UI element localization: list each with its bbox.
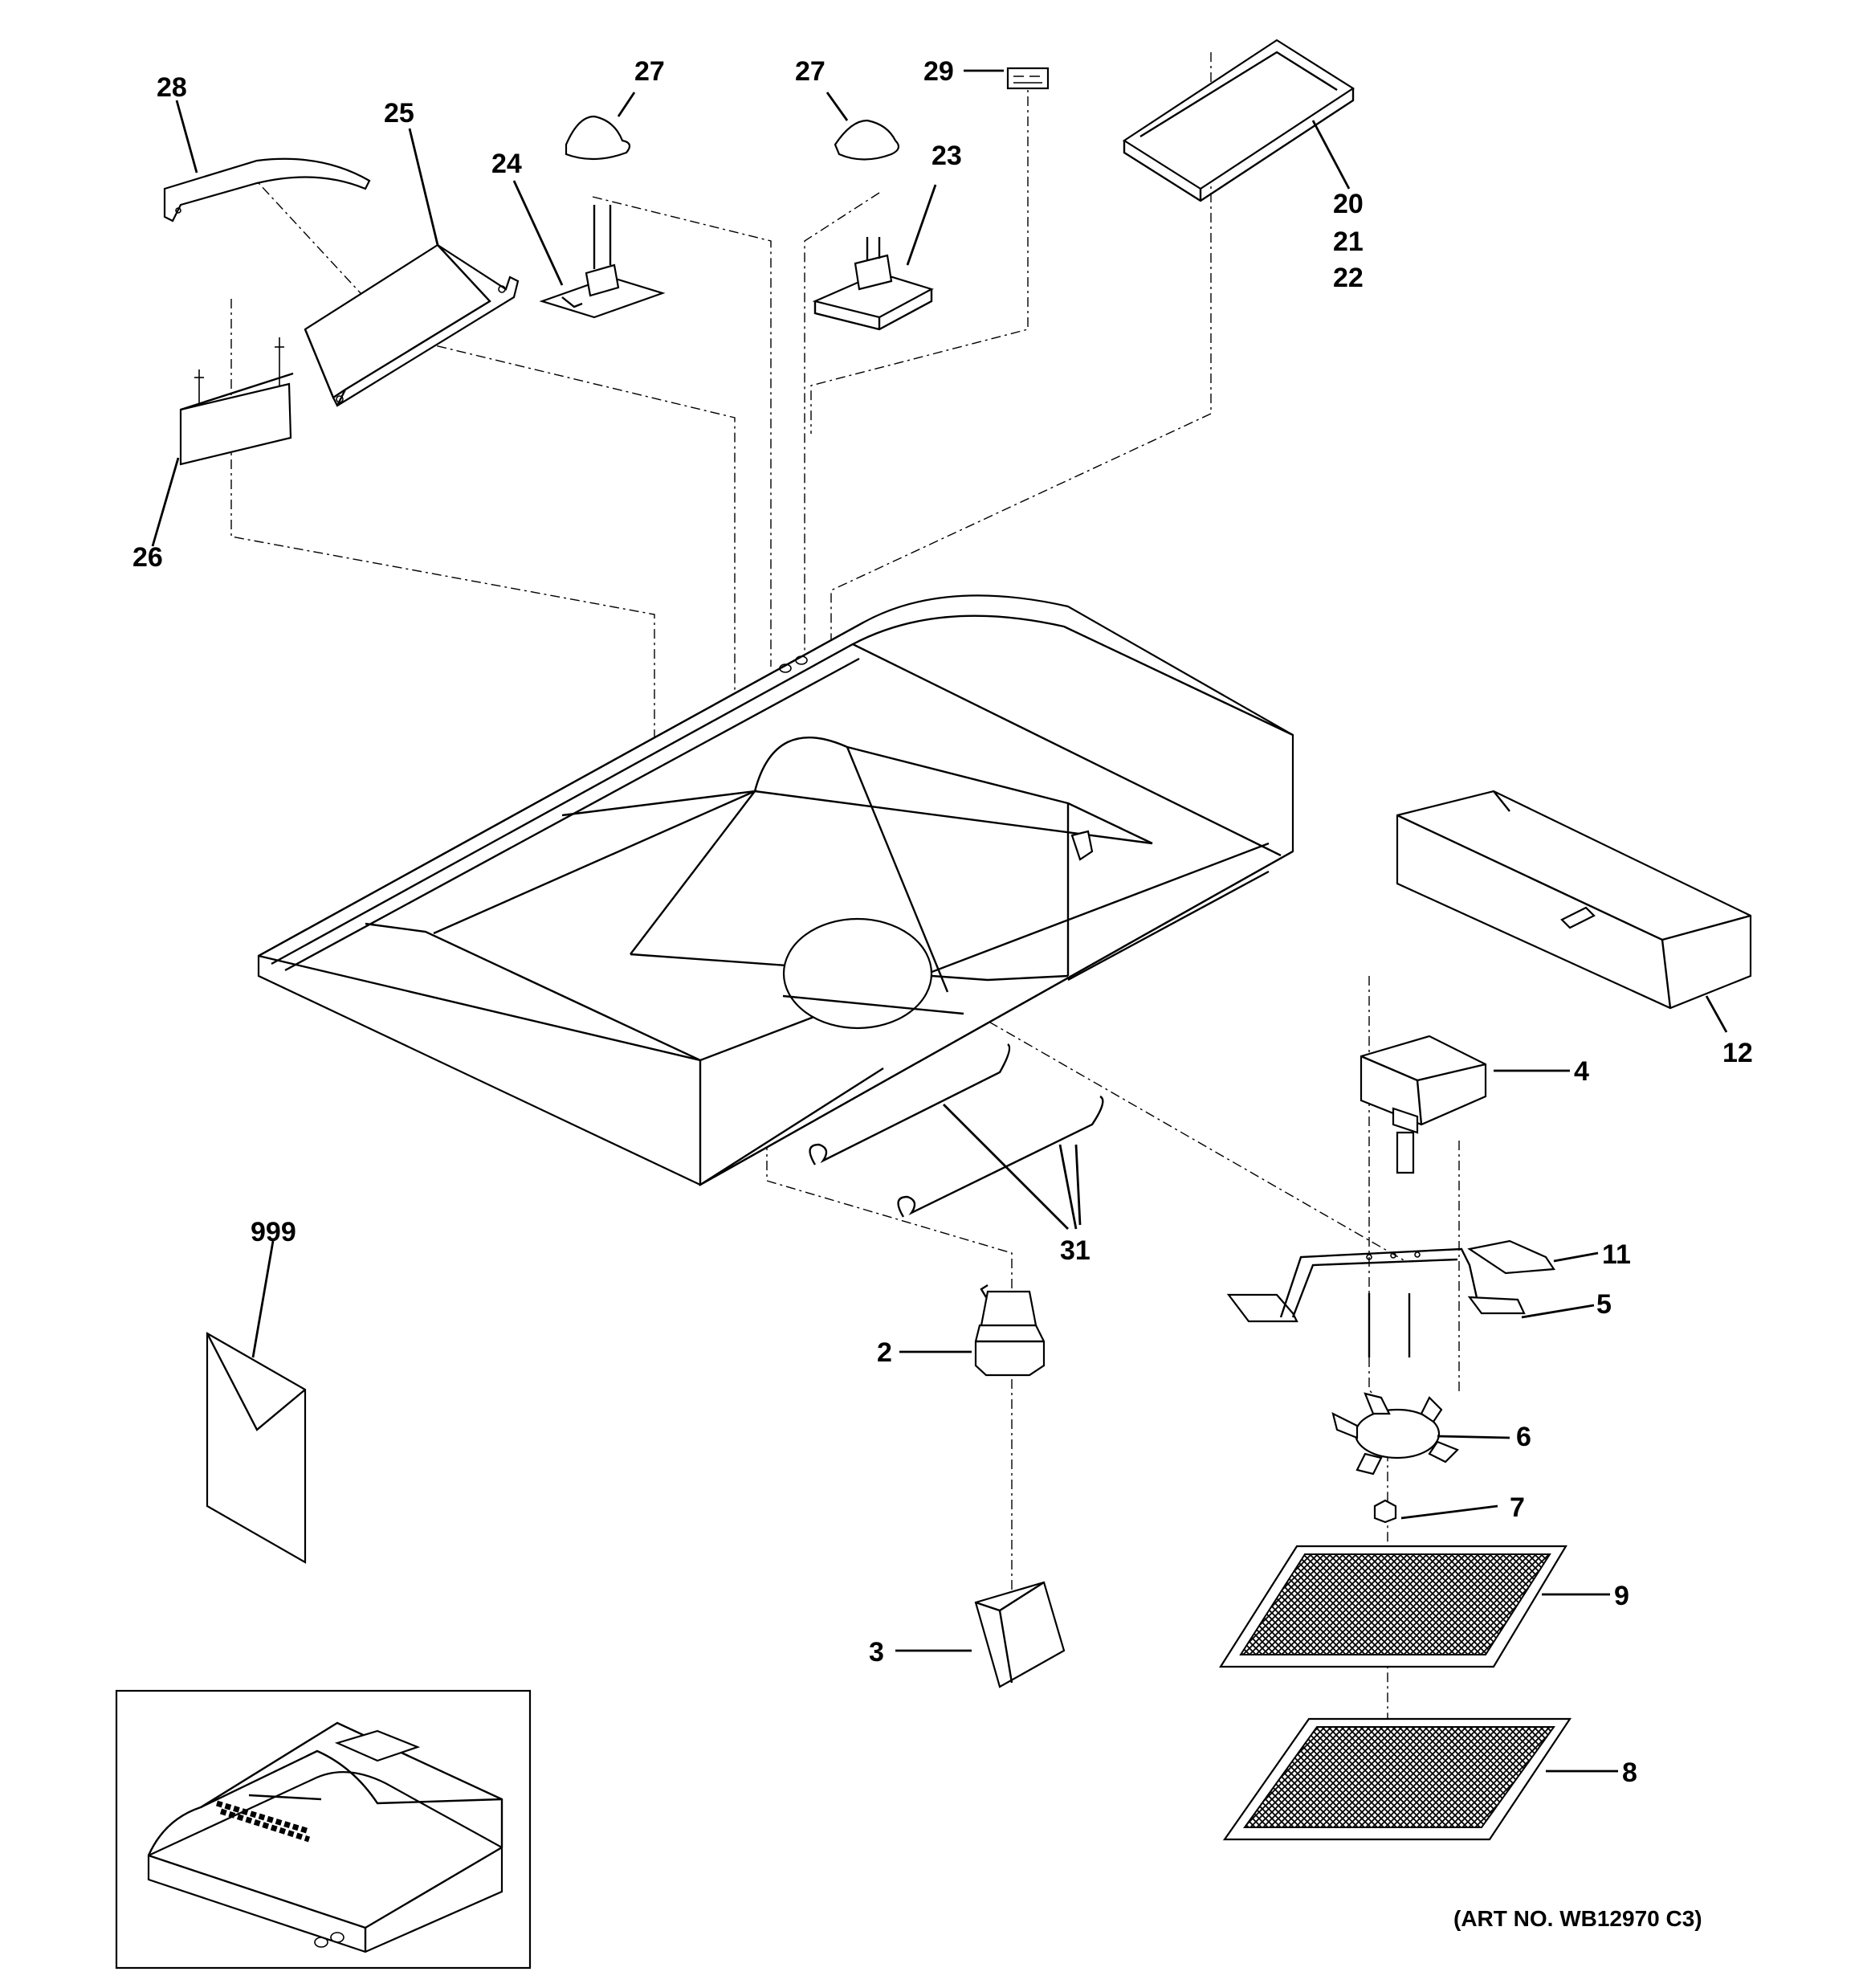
part-24-switch-board	[512, 180, 666, 319]
part-20-21-22-damper	[1122, 39, 1355, 202]
callout-8: 8	[1622, 1757, 1637, 1788]
callout-6: 6	[1516, 1422, 1531, 1452]
art-number: (ART NO. WB12970 C3)	[1453, 1906, 1702, 1931]
part-27-knobs	[565, 92, 900, 161]
part-7-nut	[1373, 1499, 1498, 1524]
part-999-literature	[206, 1240, 307, 1564]
callout-12: 12	[1722, 1038, 1753, 1068]
callout-4: 4	[1574, 1056, 1589, 1087]
part-26-mounting-plate	[151, 337, 294, 547]
callout-31: 31	[1060, 1235, 1090, 1266]
part-6-blower-wheel	[1331, 1392, 1510, 1476]
callout-9: 9	[1614, 1581, 1629, 1611]
callout-25: 25	[384, 98, 414, 129]
callout-28: 28	[157, 72, 187, 103]
callout-3: 3	[869, 1637, 884, 1668]
callout-2: 2	[877, 1337, 892, 1368]
callout-21: 21	[1333, 227, 1364, 257]
part-11-clip	[1467, 1239, 1599, 1275]
callout-999: 999	[251, 1217, 296, 1247]
callout-24: 24	[491, 149, 522, 179]
callout-27a: 27	[634, 56, 665, 87]
callout-23: 23	[932, 141, 962, 171]
part-12-wiring-box	[1396, 790, 1752, 1033]
filter-support-rods	[809, 1043, 1104, 1230]
part-29-warning-label	[964, 67, 1050, 90]
callout-26: 26	[132, 542, 163, 573]
part-28-trim-bracket	[163, 100, 371, 222]
callout-11: 11	[1602, 1239, 1631, 1270]
callout-29: 29	[923, 56, 954, 87]
part-4-motor	[1360, 1035, 1570, 1174]
part-9-grease-filter	[1219, 1545, 1610, 1668]
part-3-light-lens	[895, 1581, 1066, 1688]
part-25-duct-cover	[304, 128, 520, 407]
part-2-lamp-socket	[899, 1284, 1046, 1377]
part-5-motor-bracket	[1226, 1247, 1595, 1357]
part-8-charcoal-filter	[1222, 1717, 1618, 1841]
callout-20: 20	[1333, 189, 1364, 219]
range-hood-body	[257, 594, 1294, 1187]
callout-22: 22	[1333, 263, 1364, 293]
callout-5: 5	[1596, 1289, 1612, 1320]
callout-7: 7	[1510, 1492, 1525, 1523]
callout-27b: 27	[795, 56, 826, 87]
callout-labels: 28 25 24 27 27 29 23 20 21 22 26 12 4 11…	[132, 56, 1753, 1788]
assembled-hood-inset	[115, 1689, 532, 1970]
part-23-switch-board	[812, 184, 937, 331]
